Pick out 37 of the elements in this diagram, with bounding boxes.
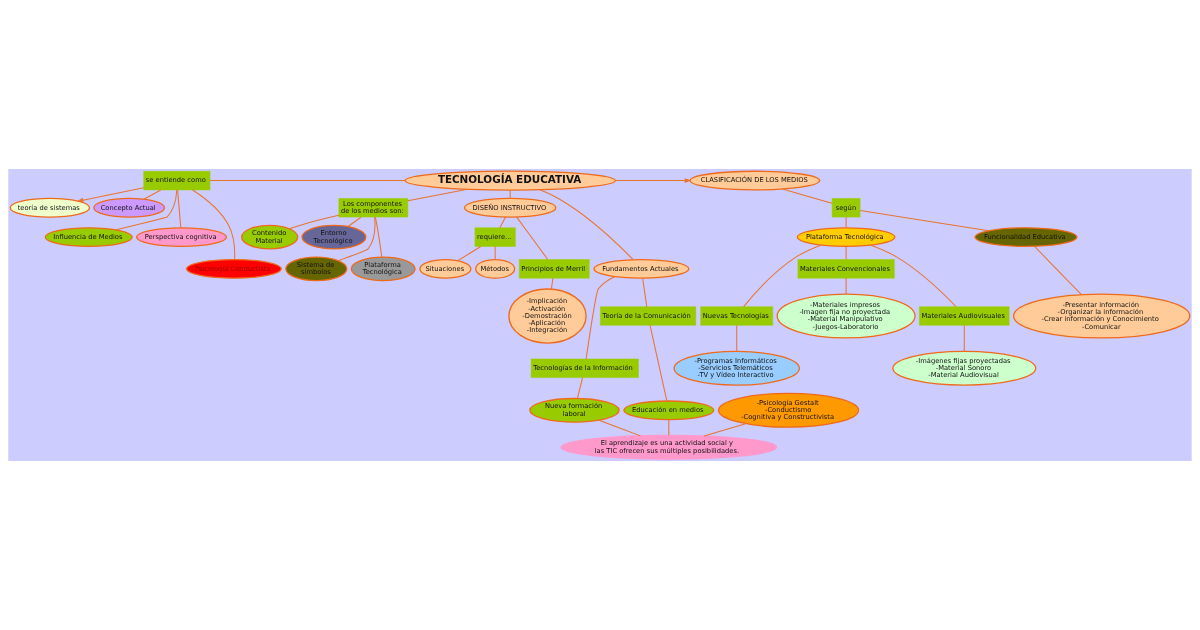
connector (494, 246, 496, 260)
connector (870, 244, 957, 307)
connector (642, 277, 648, 308)
connector (516, 216, 549, 260)
connector (1034, 245, 1082, 295)
arrow (76, 187, 145, 203)
connector (782, 188, 833, 204)
connector (845, 246, 847, 260)
connector (499, 216, 507, 229)
arrow (615, 178, 692, 183)
connector (649, 324, 668, 402)
connector (539, 189, 634, 260)
connector (374, 216, 383, 258)
connector (585, 276, 616, 360)
node-ellipse: TECNOLOGÍA EDUCATIVA (404, 170, 616, 191)
connector (576, 377, 584, 400)
connector (845, 216, 847, 229)
connector (550, 277, 554, 290)
connector (347, 216, 362, 228)
connector (407, 188, 468, 202)
connector (143, 189, 162, 200)
connector (288, 214, 340, 230)
connector (457, 246, 482, 262)
connector (963, 324, 965, 352)
connector (115, 189, 178, 231)
connector (743, 244, 822, 308)
connector (736, 324, 738, 352)
connector (177, 189, 182, 229)
connector (703, 423, 747, 437)
connector (845, 277, 847, 295)
connector (337, 216, 376, 262)
connector (509, 189, 511, 199)
connector (209, 180, 406, 182)
connector (668, 419, 670, 436)
connector (859, 210, 990, 232)
connector (598, 419, 641, 437)
connector (192, 189, 236, 260)
